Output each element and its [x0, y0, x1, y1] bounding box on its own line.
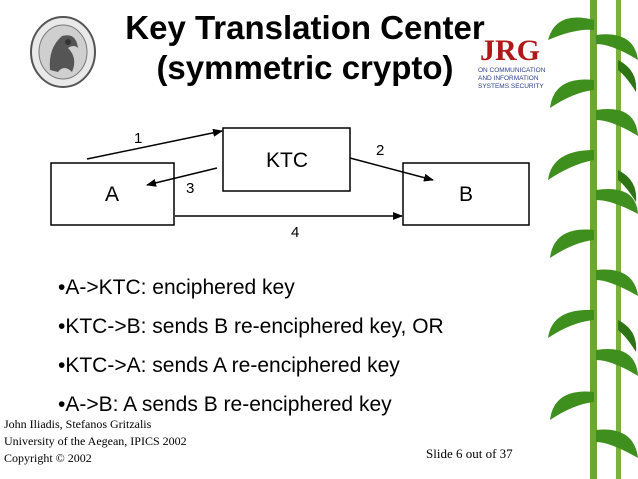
edge-3-label: 3 — [186, 180, 194, 197]
bullet-text: •KTC->A: sends A re-enciphered key — [58, 354, 400, 377]
node-ktc-box — [222, 127, 351, 192]
svg-text:SYSTEMS SECURITY: SYSTEMS SECURITY — [478, 83, 544, 90]
edge-1-label: 1 — [134, 130, 142, 147]
edge-1-arrow — [86, 128, 223, 160]
edge-2-arrow — [349, 157, 434, 182]
university-seal-logo — [30, 16, 96, 88]
edge-2-label: 2 — [376, 142, 384, 159]
slide-number: Slide 6 out of 37 — [426, 446, 513, 461]
footer-credits: John Iliadis, Stefanos Gritzalis Univers… — [4, 416, 187, 467]
svg-text:JRG: JRG — [480, 34, 540, 67]
bullet-list: •A->KTC: enciphered key •KTC->B: sends B… — [58, 268, 444, 424]
node-a-label: A — [105, 183, 119, 206]
bullet-text: •A->B: A sends B re-enciphered key — [58, 393, 392, 416]
bamboo-decoration — [548, 0, 638, 479]
svg-text:AND INFORMATION: AND INFORMATION — [478, 75, 539, 82]
edge-3-arrow — [146, 167, 218, 187]
bullet-item: •KTC->B: sends B re-enciphered key, OR — [58, 307, 444, 346]
footer-copyright: Copyright © 2002 — [4, 451, 92, 465]
node-ktc-label: KTC — [266, 149, 308, 172]
node-a-box — [50, 162, 175, 226]
slide-title: Key Translation Center (symmetric crypto… — [60, 8, 550, 88]
bullet-item: •A->B: A sends B re-enciphered key — [58, 385, 444, 424]
bullet-emphasis: OR — [412, 315, 444, 338]
svg-text:ON COMMUNICATION: ON COMMUNICATION — [478, 67, 546, 74]
jrg-logo: JRG ON COMMUNICATION AND INFORMATION SYS… — [478, 34, 546, 90]
bullet-text: •KTC->B: sends B re-enciphered key, — [58, 315, 413, 338]
bullet-text: •A->KTC: enciphered key — [58, 276, 295, 299]
title-line-2: (symmetric crypto) — [156, 49, 454, 86]
title-line-1: Key Translation Center — [125, 9, 485, 46]
edge-4-label: 4 — [291, 224, 299, 241]
node-b-label: B — [459, 183, 473, 206]
bullet-item: •A->KTC: enciphered key — [58, 268, 444, 307]
bullet-item: •KTC->A: sends A re-enciphered key — [58, 346, 444, 385]
footer-authors: John Iliadis, Stefanos Gritzalis — [4, 417, 152, 431]
node-b-box — [402, 162, 530, 226]
footer-affiliation: University of the Aegean, IPICS 2002 — [4, 434, 187, 448]
